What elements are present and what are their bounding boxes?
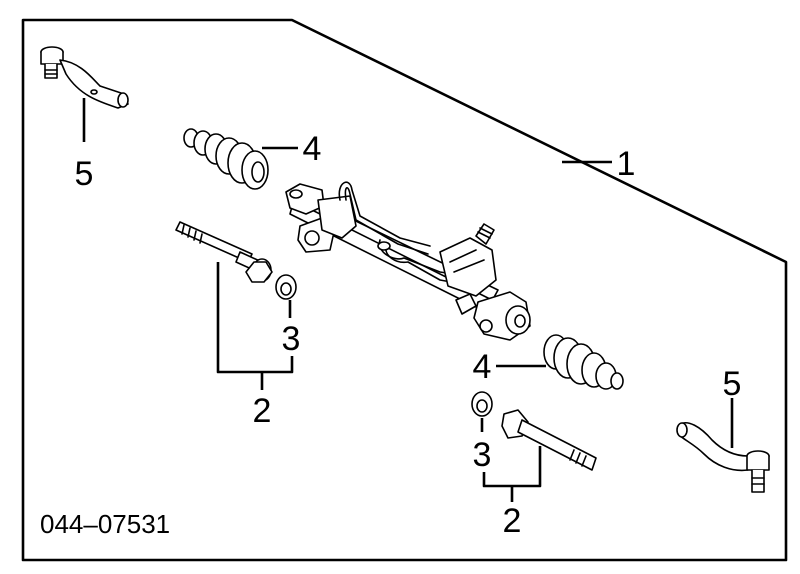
- callout-2-left: 2: [253, 392, 272, 430]
- callout-4-left: 4: [303, 130, 322, 168]
- callout-4-right: 4: [473, 348, 492, 386]
- callout-1: 1: [617, 145, 636, 183]
- bracket-2-right: [482, 446, 542, 502]
- callout-3-right: 3: [473, 436, 492, 474]
- callout-3-left: 3: [282, 320, 301, 358]
- callout-5-left: 5: [75, 155, 94, 193]
- callout-2-right: 2: [503, 502, 522, 540]
- lock-washer-right: [471, 391, 493, 417]
- bracket-2-left: [216, 262, 294, 390]
- tie-rod-right: [501, 409, 597, 471]
- boot-right: [543, 334, 624, 390]
- diagram-frame: [21, 18, 788, 562]
- boot-left: [183, 128, 269, 190]
- tie-rod-left: [175, 221, 273, 283]
- tie-rod-end-left: [40, 46, 129, 109]
- diagram-part-number: 044–07531: [40, 509, 170, 539]
- tie-rod-end-right: [676, 422, 770, 493]
- steering-rack-assembly: [285, 181, 531, 341]
- callout-5-right: 5: [723, 365, 742, 403]
- lock-washer-left: [275, 274, 297, 300]
